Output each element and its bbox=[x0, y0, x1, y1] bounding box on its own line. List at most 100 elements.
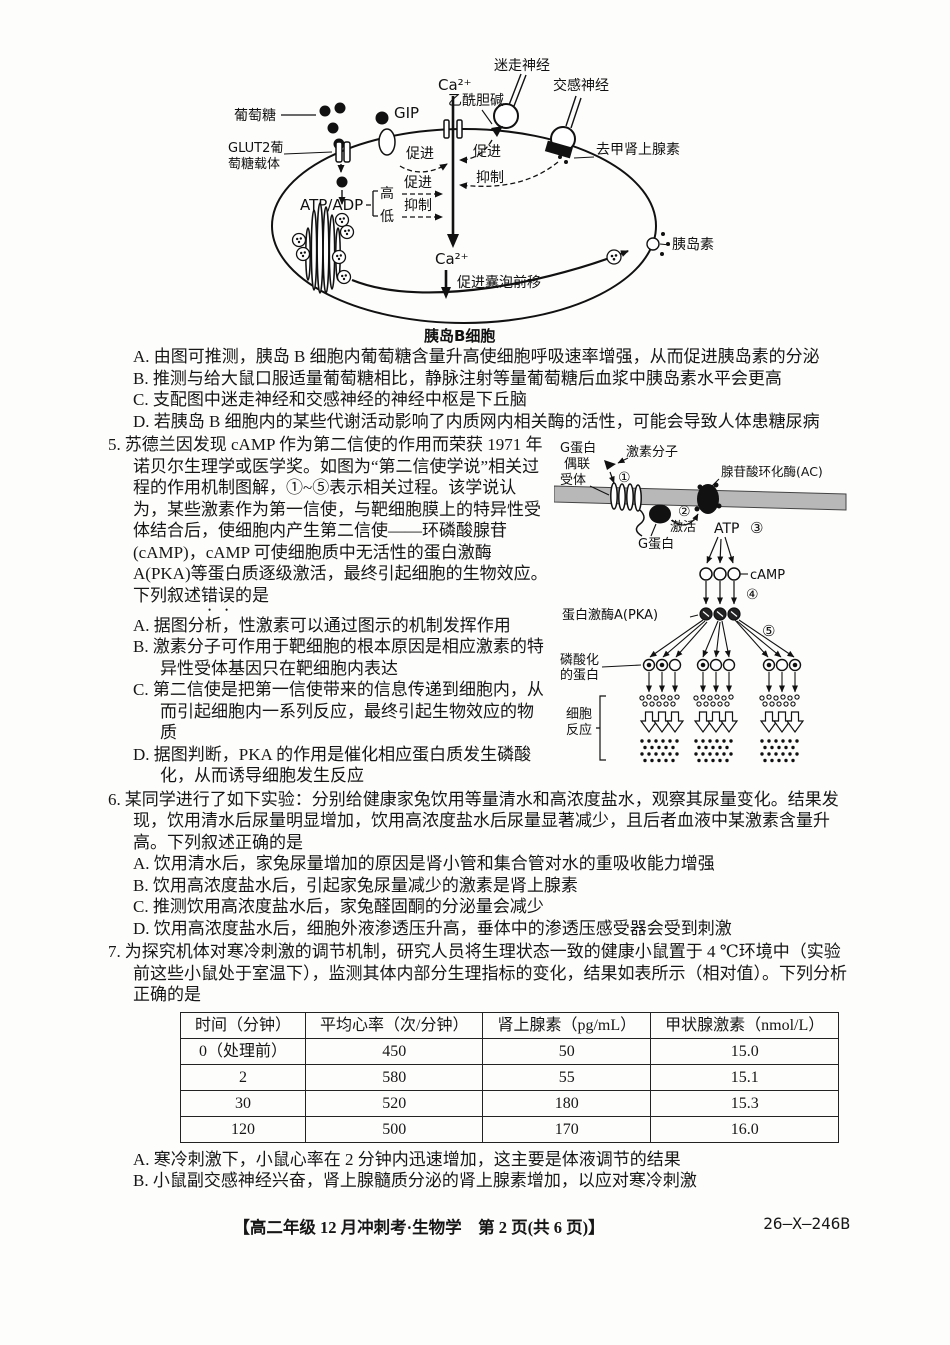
q4-option-b: B. 推测与给大鼠口服适量葡萄糖相比，静脉注射等量葡萄糖后血浆中胰岛素水平会更高 bbox=[133, 368, 782, 388]
g-protein-label: G蛋白 bbox=[638, 536, 674, 552]
cell: 450 bbox=[305, 1037, 484, 1065]
exocytosis-site bbox=[646, 237, 660, 251]
phos-label-2: 的蛋白 bbox=[560, 667, 599, 683]
question-4-options: A. 由图可推测，胰岛 B 细胞内葡萄糖含量升高使细胞呼吸速率增强，从而促进胰岛… bbox=[133, 346, 850, 432]
q4-option-d: D. 若胰岛 B 细胞内的某些代谢活动影响了内质网内相关酶的活性，可能会导致人体… bbox=[133, 411, 820, 431]
ac-label: 腺苷酸环化酶(AC) bbox=[721, 464, 823, 479]
table-header-row: 时间（分钟） 平均心率（次/分钟） 肾上腺素（pg/mL） 甲状腺激素（nmol… bbox=[179, 1011, 840, 1039]
question-7-options: A. 寒冷刺激下，小鼠心率在 2 分钟内迅速增加，这主要是体液调节的结果 B. … bbox=[133, 1149, 850, 1192]
gpcr-label-1: G蛋白 bbox=[560, 440, 596, 456]
ca-bottom-label: Ca²⁺ bbox=[435, 250, 469, 268]
reaction-arrows bbox=[646, 672, 798, 693]
cell: 500 bbox=[305, 1115, 484, 1143]
gip-label: GIP bbox=[394, 104, 419, 122]
phos-label-1: 磷酸化 bbox=[560, 653, 599, 668]
gpcr-label-3: 受体 bbox=[560, 473, 586, 488]
question-5-options: A. 据图分析，性激素可以通过图示的机制发挥作用 B. 激素分子可作用于靶细胞的… bbox=[133, 615, 850, 787]
q4-option-c: C. 支配图中迷走神经和交感神经的神经中枢是下丘脑 bbox=[133, 390, 527, 409]
step1-label: ① bbox=[618, 470, 631, 486]
q6-option-d: D. 饮用高浓度盐水后，细胞外液渗透压升高，垂体中的渗透压感受器会受到刺激 bbox=[133, 918, 732, 938]
col-heart-rate: 平均心率（次/分钟） bbox=[305, 1011, 484, 1039]
vesicle-move-label: 促进囊泡前移 bbox=[457, 274, 541, 291]
q5-option-a: A. 据图分析，性激素可以通过图示的机制发挥作用 bbox=[133, 615, 511, 635]
cell: 16.0 bbox=[650, 1115, 840, 1143]
hormone-molecule bbox=[604, 460, 616, 470]
ne-receptor bbox=[544, 140, 573, 159]
question-6: 6.某同学进行了如下实验：分别给健康家兔饮用等量清水和高浓度盐水，观察其尿量变化… bbox=[108, 789, 850, 940]
cell: 580 bbox=[305, 1063, 484, 1091]
promote2-label: 促进 bbox=[473, 144, 501, 160]
ca-top-label: Ca²⁺ bbox=[438, 76, 472, 94]
q7-data-table: 时间（分钟） 平均心率（次/分钟） 肾上腺素（pg/mL） 甲状腺激素（nmol… bbox=[179, 1011, 840, 1143]
second-messenger-diagram: G蛋白 偶联 受体 激素分子 ① G蛋白 ② 激活 bbox=[553, 436, 850, 771]
ca-arrowhead bbox=[447, 234, 459, 248]
q6-stem: 6.某同学进行了如下实验：分别给健康家兔饮用等量清水和高浓度盐水，观察其尿量变化… bbox=[108, 789, 850, 854]
phosphorylation-arrows bbox=[649, 619, 795, 658]
gpcr-label-2: 偶联 bbox=[564, 457, 590, 472]
adenylate-cyclase bbox=[697, 484, 719, 514]
low-label: 低 bbox=[380, 209, 394, 225]
q4-option-a: A. 由图可推测，胰岛 B 细胞内葡萄糖含量升高使细胞呼吸速率增强，从而促进胰岛… bbox=[133, 347, 820, 366]
q5-option-b: B. 激素分子可作用于靶细胞的根本原因是相应激素的特异性受体基因只在靶细胞内表达 bbox=[133, 637, 544, 678]
cell-membrane bbox=[271, 128, 657, 324]
cell: 2 bbox=[179, 1063, 307, 1091]
col-thyroid-hormone: 甲状腺激素（nmol/L） bbox=[650, 1011, 840, 1039]
table-row: 2 580 55 15.1 bbox=[179, 1063, 840, 1091]
question-7: 7.为探究机体对寒冷刺激的调节机制，研究人员将生理状态一致的健康小鼠置于 4 ℃… bbox=[108, 941, 850, 1192]
footer-title: 【高二年级 12 月冲刺考·生物学 第 2 页(共 6 页)】 bbox=[233, 1217, 605, 1237]
glut2-label-2: 萄糖载体 bbox=[228, 156, 280, 172]
q5-option-d: D. 据图判断，PKA 的作用是催化相应蛋白质发生磷酸化，从而诱导细胞发生反应 bbox=[133, 744, 532, 786]
step2-label: ② bbox=[678, 504, 691, 520]
high-label: 高 bbox=[380, 185, 394, 202]
sympathetic-label: 交感神经 bbox=[553, 77, 609, 94]
q6-number: 6. bbox=[108, 789, 121, 809]
inhibit2-label: 抑制 bbox=[404, 198, 432, 214]
page-footer: 【高二年级 12 月冲刺考·生物学 第 2 页(共 6 页)】 26—X—246… bbox=[108, 1214, 850, 1238]
cell-type-label: 胰岛B细胞 bbox=[424, 327, 495, 345]
phosphorylated-proteins bbox=[642, 658, 802, 672]
step5-label: ⑤ bbox=[762, 622, 775, 640]
q7-stem-text: 为探究机体对寒冷刺激的调节机制，研究人员将生理状态一致的健康小鼠置于 4 ℃环境… bbox=[124, 942, 847, 1004]
cell: 15.3 bbox=[650, 1089, 840, 1117]
q7-option-b: B. 小鼠副交感神经兴奋，肾上腺髓质分泌的肾上腺素增加，以应对寒冷刺激 bbox=[133, 1171, 697, 1190]
cell: 520 bbox=[305, 1089, 484, 1117]
g-protein bbox=[649, 504, 671, 524]
q5-number: 5. bbox=[108, 435, 121, 454]
second-messenger-diagram-svg: G蛋白 偶联 受体 激素分子 ① G蛋白 ② 激活 bbox=[553, 440, 847, 763]
cell: 170 bbox=[482, 1115, 652, 1143]
q7-stem: 7.为探究机体对寒冷刺激的调节机制，研究人员将生理状态一致的健康小鼠置于 4 ℃… bbox=[108, 941, 850, 1006]
table-row: 120 500 170 16.0 bbox=[179, 1115, 840, 1143]
insulin-label: 胰岛素 bbox=[672, 237, 714, 253]
camp-molecule bbox=[699, 567, 713, 581]
q5-stem-emphasis: 错误 bbox=[201, 585, 235, 605]
ca-channel bbox=[443, 119, 450, 139]
cell: 55 bbox=[482, 1063, 652, 1091]
q7-option-a: A. 寒冷刺激下，小鼠心率在 2 分钟内迅速增加，这主要是体液调节的结果 bbox=[133, 1149, 681, 1169]
pka-label: 蛋白激酶A(PKA) bbox=[562, 607, 658, 623]
response-label-2: 反应 bbox=[566, 722, 592, 738]
step4-label: ④ bbox=[746, 587, 759, 603]
table-row: 0（处理前） 450 50 15.0 bbox=[179, 1037, 840, 1065]
q7-number: 7. bbox=[108, 942, 121, 961]
footer-code: 26—X—246B bbox=[763, 1213, 850, 1233]
pka-molecules bbox=[699, 607, 741, 621]
col-time: 时间（分钟） bbox=[179, 1011, 307, 1039]
promote3-label: 促进 bbox=[404, 175, 432, 191]
hormone-label: 激素分子 bbox=[626, 445, 678, 460]
gpcr-receptor bbox=[610, 482, 642, 512]
glut2-label-1: GLUT2葡 bbox=[228, 141, 283, 156]
cell: 0（处理前） bbox=[179, 1037, 307, 1065]
glucose-label: 葡萄糖 bbox=[234, 108, 276, 124]
gip-receptor bbox=[378, 128, 396, 156]
secretory-vesicles bbox=[291, 212, 355, 285]
moving-vesicle bbox=[606, 249, 622, 265]
norepinephrine-label: 去甲肾上腺素 bbox=[596, 142, 680, 158]
vagus-terminal bbox=[493, 103, 519, 129]
inhibit1-label: 抑制 bbox=[476, 170, 504, 186]
cell: 120 bbox=[179, 1115, 307, 1143]
cell: 180 bbox=[482, 1089, 652, 1117]
q5-stem: 5.苏德兰因发现 cAMP 作为第二信使的作用而荣获 1971 年诺贝尔生理学或… bbox=[108, 434, 850, 615]
q6-option-b: B. 饮用高浓度盐水后，引起家兔尿量减少的激素是肾上腺素 bbox=[133, 875, 578, 895]
vagus-label: 迷走神经 bbox=[494, 58, 550, 74]
